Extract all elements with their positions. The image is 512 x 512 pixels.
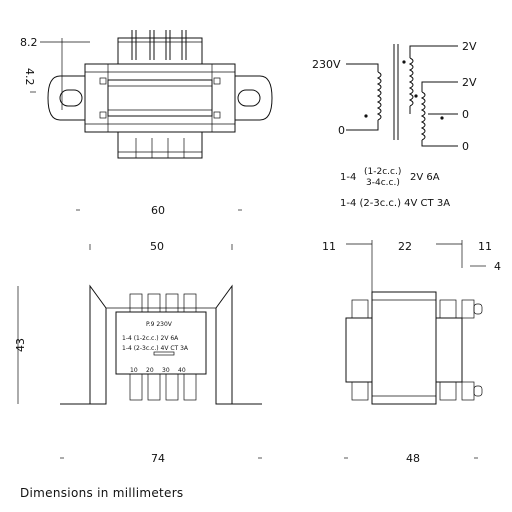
side-bracket-right bbox=[435, 317, 463, 383]
top-center-body bbox=[107, 79, 213, 117]
top-ear-right bbox=[235, 75, 273, 121]
schematic-out2-zero: 0 bbox=[462, 140, 469, 153]
side-view: 11 22 11 4 48 bbox=[322, 240, 501, 465]
schematic-out1-voltage: 2V bbox=[462, 40, 477, 53]
plate-line2: 1-4 (1-2c.c.) 2V 6A bbox=[122, 335, 179, 342]
dim-side-width: 48 bbox=[406, 452, 420, 465]
side-core bbox=[371, 291, 437, 405]
schematic-primary-zero: 0 bbox=[338, 124, 345, 137]
top-pins bbox=[131, 30, 187, 60]
schematic-out2-voltage: 2V bbox=[462, 76, 477, 89]
front-body bbox=[115, 311, 207, 375]
plate-line1: P.9 230V bbox=[146, 321, 173, 328]
dim-top-offset: 8.2 bbox=[20, 36, 38, 49]
dim-front-height: 43 bbox=[14, 338, 27, 352]
dim-front-bottom-width: 74 bbox=[151, 452, 165, 465]
spec1-prefix: 1-4 bbox=[340, 172, 356, 183]
front-top-pins bbox=[129, 293, 197, 313]
front-label-plate: P.9 230V 1-4 (1-2c.c.) 2V 6A 1-4 (2-3c.c… bbox=[122, 321, 189, 374]
spec2: 1-4 (2-3c.c.) 4V CT 3A bbox=[340, 198, 450, 209]
plate-pin-2: 20 bbox=[146, 367, 154, 374]
schematic-out2-center: 0 bbox=[462, 108, 469, 121]
spec1-b: 3-4c.c.) bbox=[366, 178, 400, 188]
primary-coil bbox=[364, 71, 382, 121]
top-slot-left bbox=[59, 89, 83, 107]
top-ear-left bbox=[47, 75, 85, 121]
top-slot-right bbox=[237, 89, 261, 107]
dim-side-tab: 4 bbox=[494, 260, 501, 273]
plate-pin-4: 40 bbox=[178, 367, 186, 374]
dim-side-right: 11 bbox=[478, 240, 492, 253]
plate-line3: 1-4 (2-3c.c.) 4V CT 3A bbox=[122, 345, 189, 352]
top-view: 8.2 4.2 60 bbox=[20, 30, 273, 217]
spec1-a: (1-2c.c.) bbox=[364, 167, 401, 177]
front-view: 50 43 P.9 230V 1-4 (1-2c.c.) 2V 6A 1-4 (… bbox=[14, 240, 262, 465]
spec1-suffix: 2V 6A bbox=[410, 172, 440, 183]
front-bottom-pins bbox=[129, 373, 197, 401]
dim-front-top-width: 50 bbox=[150, 240, 164, 253]
dim-side-left: 11 bbox=[322, 240, 336, 253]
caption: Dimensions in millimeters bbox=[20, 486, 184, 500]
plate-pin-3: 30 bbox=[162, 367, 170, 374]
side-terminals bbox=[461, 299, 483, 401]
dim-side-mid: 22 bbox=[398, 240, 412, 253]
front-bracket-left bbox=[60, 284, 107, 405]
schematic: 230V 0 2V 2V 0 0 1-4 (1-2c.c.) 3-4c.c.) bbox=[312, 40, 477, 209]
side-bracket-left bbox=[345, 317, 373, 383]
front-bracket-right bbox=[215, 284, 262, 405]
schematic-primary-voltage: 230V bbox=[312, 58, 341, 71]
top-bobbin-lower bbox=[117, 131, 203, 159]
dim-top-width: 60 bbox=[151, 204, 165, 217]
dim-top-height: 4.2 bbox=[23, 68, 36, 86]
plate-pin-1: 10 bbox=[130, 367, 138, 374]
